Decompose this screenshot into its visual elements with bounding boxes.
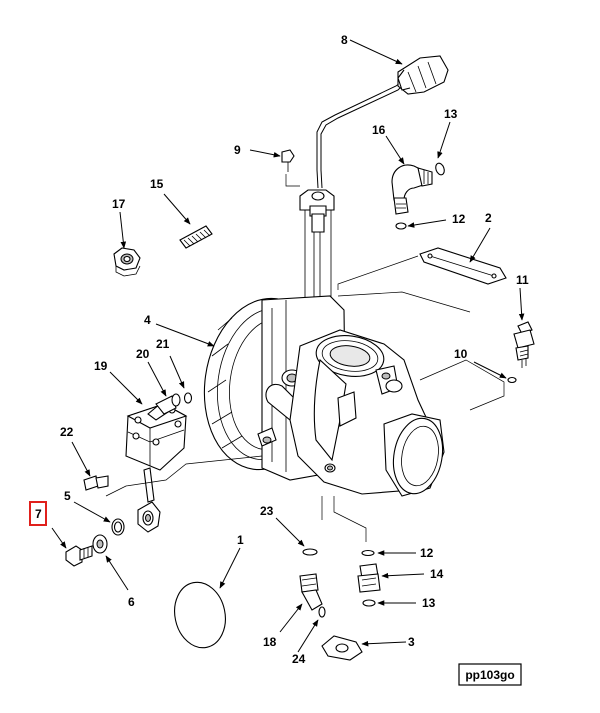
callout-11[interactable]: 11 xyxy=(516,273,529,287)
fitting-20 xyxy=(155,393,181,415)
callout-19[interactable]: 19 xyxy=(94,359,108,373)
bolt-9 xyxy=(281,149,300,187)
callout-7-highlight xyxy=(29,501,47,526)
bolt-7 xyxy=(65,545,93,567)
drain-line xyxy=(321,496,367,542)
fitting-18 xyxy=(299,573,323,611)
flange-3 xyxy=(321,635,363,661)
port-line xyxy=(419,359,505,411)
sensor-11 xyxy=(513,321,535,368)
sensor-harness xyxy=(316,55,449,189)
sensor-body xyxy=(299,189,335,330)
wastegate-actuator-19 xyxy=(125,403,188,471)
o-ring-13-bottom xyxy=(362,599,376,607)
callout-labels: 8 9 16 13 12 2 11 10 17 15 4 19 20 21 22… xyxy=(35,33,529,666)
callout-12-top[interactable]: 12 xyxy=(452,212,466,226)
fitting-14 xyxy=(357,563,381,593)
figure-code-box: pp103go xyxy=(458,663,522,686)
callout-10[interactable]: 10 xyxy=(454,347,468,361)
callout-12-bottom[interactable]: 12 xyxy=(420,546,434,560)
callout-22[interactable]: 22 xyxy=(60,425,74,439)
gasket-2 xyxy=(419,247,507,285)
callout-20[interactable]: 20 xyxy=(136,347,150,361)
o-ring-10 xyxy=(507,376,517,384)
o-ring-13-top xyxy=(435,162,445,176)
callout-16[interactable]: 16 xyxy=(372,123,386,137)
o-ring-21 xyxy=(183,392,193,404)
callout-13-bottom[interactable]: 13 xyxy=(422,596,436,610)
o-ring-23 xyxy=(302,548,318,556)
callout-6[interactable]: 6 xyxy=(128,595,135,609)
callout-21[interactable]: 21 xyxy=(156,337,170,351)
callout-9[interactable]: 9 xyxy=(234,143,241,157)
callout-8[interactable]: 8 xyxy=(341,33,348,47)
callout-3[interactable]: 3 xyxy=(408,635,415,649)
stud-15 xyxy=(179,225,213,249)
washer-5 xyxy=(111,518,125,536)
callout-1[interactable]: 1 xyxy=(237,533,244,547)
callout-4[interactable]: 4 xyxy=(144,313,151,327)
actuator-rod xyxy=(105,455,263,533)
flange-line xyxy=(337,255,471,313)
callout-17[interactable]: 17 xyxy=(112,197,126,211)
callout-13-top[interactable]: 13 xyxy=(444,107,458,121)
callout-2[interactable]: 2 xyxy=(485,211,492,225)
leader-lines xyxy=(51,39,525,653)
nut-17 xyxy=(113,247,141,277)
callout-14[interactable]: 14 xyxy=(430,567,444,581)
elbow-fitting-16 xyxy=(391,164,433,215)
callout-7[interactable]: 7 xyxy=(35,507,42,521)
callout-23[interactable]: 23 xyxy=(260,504,274,518)
turbo-turbine-housing xyxy=(289,329,445,497)
callout-24[interactable]: 24 xyxy=(292,652,306,666)
o-ring-12-top xyxy=(395,222,407,230)
gasket-1 xyxy=(174,581,226,649)
callout-15[interactable]: 15 xyxy=(150,177,164,191)
washer-6 xyxy=(92,534,108,554)
bolt-22 xyxy=(83,475,109,491)
o-ring-24 xyxy=(318,606,326,618)
o-ring-12-bottom xyxy=(361,549,375,557)
figure-code: pp103go xyxy=(465,668,514,682)
callout-5[interactable]: 5 xyxy=(64,489,71,503)
callout-18[interactable]: 18 xyxy=(263,635,277,649)
